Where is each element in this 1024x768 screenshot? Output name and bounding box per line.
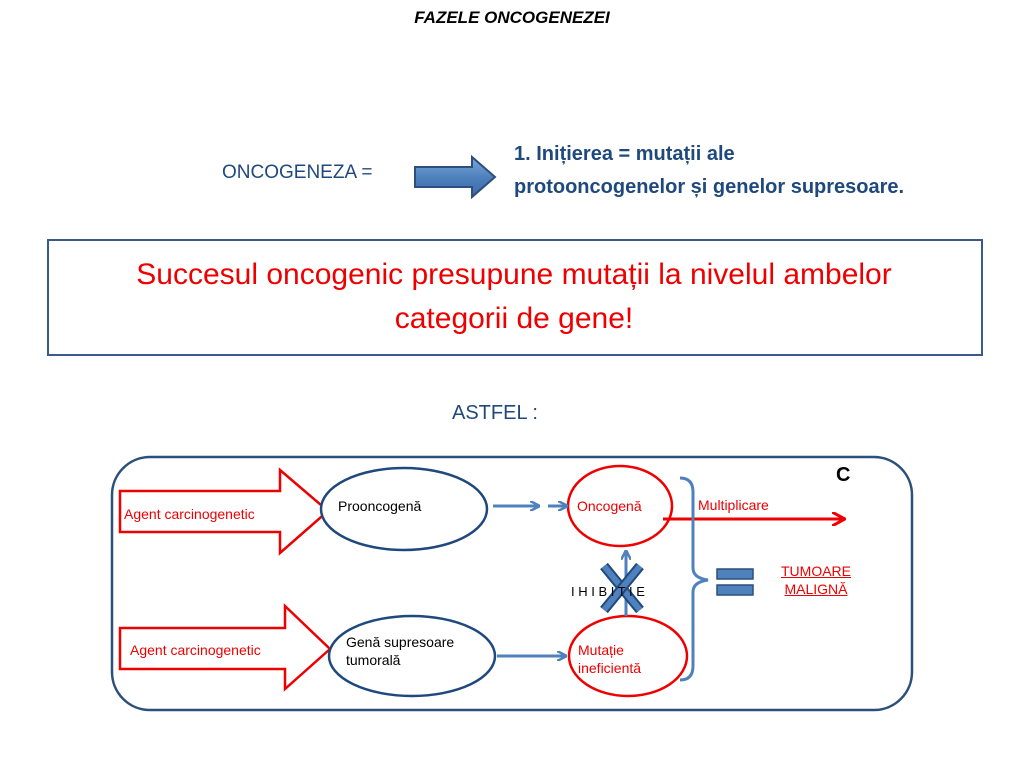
bottom-agent-label: Agent carcinogenetic [130,642,261,658]
corner-letter: C [836,464,851,486]
suppressor-line-1: Genă supresoare [346,634,455,650]
right-block-arrow-icon [414,154,497,200]
initiation-line-1: 1. Inițierea = mutații ale [514,143,735,165]
inhibition-label: I H I B I T I E [571,584,645,599]
top-agent-arrow [118,467,330,556]
bottom-agent-arrow [118,603,332,692]
initiation-text: 1. Inițierea = mutații ale protooncogene… [514,138,904,204]
message-text: Succesul oncogenic presupune mutații la … [36,253,992,341]
top-agent-label: Agent carcinogenetic [124,506,255,522]
message-line-2: categorii de gene! [394,302,634,335]
mutation-label: Mutație ineficientă [578,641,641,677]
result-line-2: MALIGNĂ [784,581,848,597]
proto-label: Prooncogenă [338,498,422,514]
result-line-1: TUMOARE [781,563,851,579]
initiation-line-2: protooncogenelor și genelor supresoare. [514,176,905,198]
message-line-1: Succesul oncogenic presupune mutații la … [136,258,892,291]
slide-title: FAZELE ONCOGENEZEI [414,8,610,27]
suppressor-ellipse [327,614,497,698]
mutation-ellipse [567,614,689,698]
message-box [47,239,983,356]
blocked-x-icon [600,562,644,614]
suppressor-label: Genă supresoare tumorală [346,633,454,669]
suppressor-line-2: tumorală [346,652,401,668]
mutation-line-2: ineficientă [578,660,642,676]
astfel-label: ASTFEL : [452,402,538,424]
mutation-line-1: Mutație [578,642,624,658]
oncogeneza-label: ONCOGENEZA = [222,162,373,183]
oncogene-ellipse [566,464,674,548]
equals-icon [716,568,754,596]
proto-ellipse [319,466,489,552]
multiplication-label: Multiplicare [698,497,769,513]
oncogene-label: Oncogenă [577,498,642,514]
result-label: TUMOARE MALIGNĂ [770,562,862,598]
bracket-icon [679,476,709,682]
